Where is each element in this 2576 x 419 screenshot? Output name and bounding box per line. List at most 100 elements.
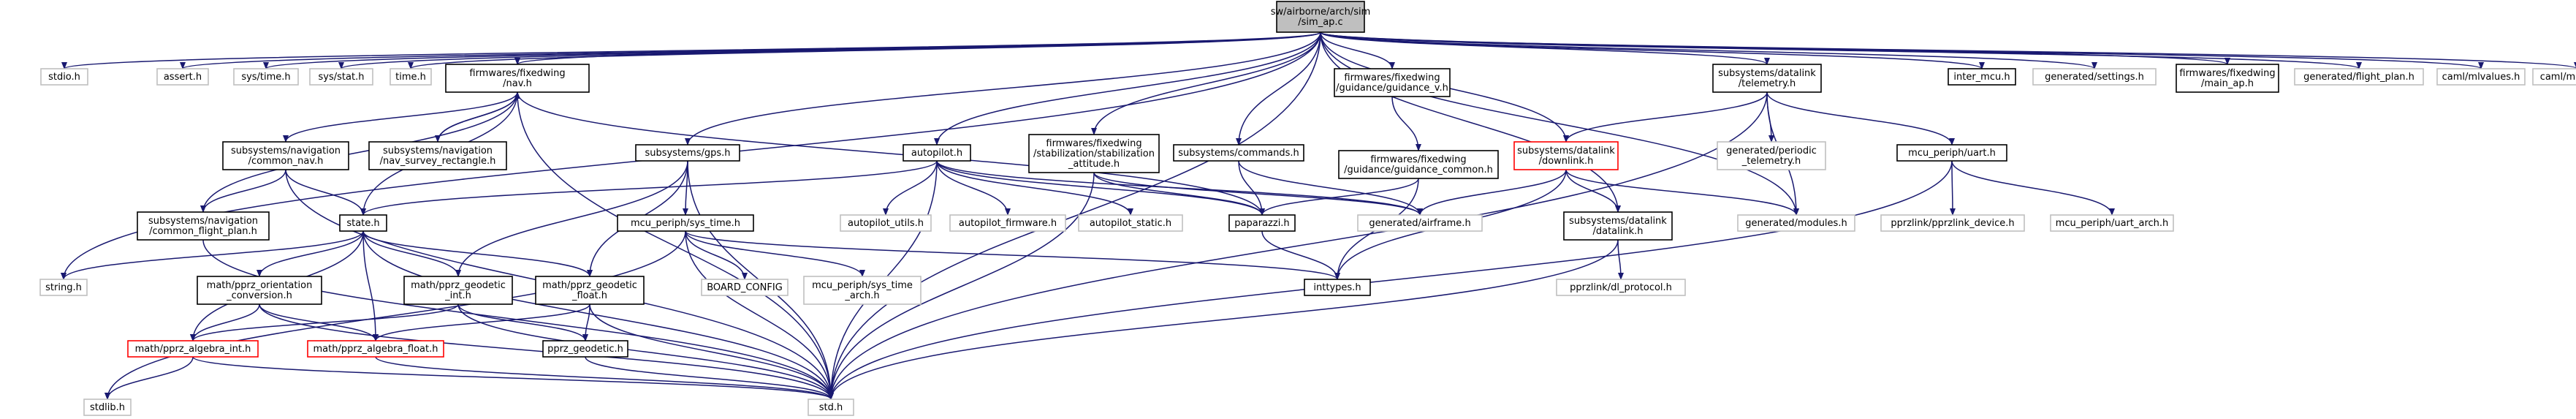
node-box: [222, 141, 349, 170]
graph-node-assert[interactable]: assert.h: [156, 68, 209, 86]
node-label: _arch.h: [844, 290, 879, 301]
node-label: subsystems/navigation: [383, 146, 493, 156]
graph-node-downlink[interactable]: subsystems/datalink/downlink.h: [1513, 141, 1619, 170]
graph-node-nav-survey[interactable]: subsystems/navigation/nav_survey_rectang…: [368, 141, 507, 170]
node-label: generated/settings.h: [2045, 72, 2144, 83]
graph-node-sys-time[interactable]: mcu_periph/sys_time.h: [617, 214, 754, 232]
node-box: [339, 214, 387, 232]
graph-node-uart-arch[interactable]: mcu_periph/uart_arch.h: [2050, 214, 2174, 232]
graph-node-pprzlink-device[interactable]: pprzlink/pprzlink_device.h: [1880, 214, 2025, 232]
graph-node-geodetic-int[interactable]: math/pprz_geodetic_int.h: [403, 276, 513, 305]
graph-node-uart[interactable]: mcu_periph/uart.h: [1896, 144, 2007, 162]
node-label: autopilot.h: [911, 148, 962, 159]
graph-node-string[interactable]: string.h: [39, 279, 88, 296]
edge-telemetry-to-std: [828, 91, 1768, 400]
graph-node-gps[interactable]: subsystems/gps.h: [635, 144, 740, 162]
graph-node-time[interactable]: time.h: [390, 68, 432, 86]
graph-node-algebra-float[interactable]: math/pprz_algebra_float.h: [307, 340, 444, 358]
graph-node-state[interactable]: state.h: [339, 214, 387, 232]
edge-root-to-gen-flight-plan: [1320, 31, 2362, 69]
graph-node-main-ap[interactable]: firmwares/fixedwing/main_ap.h: [2176, 64, 2279, 93]
edge-root-to-time: [408, 31, 1321, 69]
graph-node-gen-flight-plan[interactable]: generated/flight_plan.h: [2294, 68, 2424, 86]
edge-nav-survey-to-nav: [437, 91, 520, 143]
node-label: string.h: [45, 282, 82, 293]
graph-node-sys-time-arch[interactable]: mcu_periph/sys_time_arch.h: [803, 276, 922, 305]
graph-node-gen-airframe[interactable]: generated/airframe.h: [1357, 214, 1483, 232]
graph-node-stab-att[interactable]: firmwares/fixedwing/stabilization/stabil…: [1028, 134, 1160, 173]
graph-node-stdlib[interactable]: stdlib.h: [83, 399, 132, 416]
graph-node-autopilot-firmware[interactable]: autopilot_firmware.h: [949, 214, 1066, 232]
graph-node-orientation[interactable]: math/pprz_orientation_conversion.h: [197, 276, 322, 305]
graph-node-root[interactable]: sw/airborne/arch/sim/sim_ap.c: [1271, 1, 1371, 33]
graph-node-inttypes[interactable]: inttypes.h: [1304, 279, 1371, 296]
graph-node-stdio[interactable]: stdio.h: [40, 68, 88, 86]
node-box: [1737, 214, 1855, 232]
edge-algebra-int-to-stdlib: [105, 356, 194, 400]
node-label: _attitude.h: [1068, 159, 1120, 170]
graph-node-board-config[interactable]: BOARD_CONFIG: [701, 279, 789, 296]
graph-node-common-flight-plan[interactable]: subsystems/navigation/common_flight_plan…: [137, 211, 270, 241]
graph-node-datalink[interactable]: subsystems/datalink/datalink.h: [1563, 211, 1673, 241]
edge-state-to-algebra-float: [362, 230, 379, 341]
graph-node-telemetry[interactable]: subsystems/datalink/telemetry.h: [1712, 64, 1822, 93]
graph-node-geodetic[interactable]: pprz_geodetic.h: [542, 340, 628, 358]
graph-node-std[interactable]: std.h: [808, 399, 854, 416]
edge-geodetic-float-to-algebra-float: [373, 303, 590, 341]
node-label: /telemetry.h: [1739, 78, 1796, 89]
node-label: BOARD_CONFIG: [707, 282, 783, 293]
graph-node-gen-settings[interactable]: generated/settings.h: [2032, 68, 2157, 86]
graph-node-autopilot[interactable]: autopilot.h: [903, 144, 971, 162]
graph-node-mlvalues[interactable]: caml/mlvalues.h: [2436, 68, 2526, 86]
edge-geodetic-int-to-std: [457, 303, 834, 400]
node-label: autopilot_utils.h: [848, 218, 924, 229]
node-label: paparazzi.h: [1234, 218, 1289, 229]
node-label: generated/periodic: [1726, 146, 1817, 156]
node-box: [197, 276, 322, 305]
graph-node-guidance-v[interactable]: firmwares/fixedwing/guidance/guidance_v.…: [1334, 68, 1451, 97]
node-box: [390, 68, 432, 86]
edge-nav-to-common-nav: [283, 91, 518, 143]
edge-geodetic-to-std: [585, 356, 834, 400]
graph-node-paparazzi[interactable]: paparazzi.h: [1228, 214, 1296, 232]
node-label: sys/time.h: [241, 72, 290, 83]
edge-common-nav-to-state: [285, 169, 366, 216]
graph-node-gen-modules[interactable]: generated/modules.h: [1737, 214, 1855, 232]
graph-node-nav[interactable]: firmwares/fixedwing/nav.h: [445, 64, 590, 93]
graph-node-guidance-common[interactable]: firmwares/fixedwing/guidance/guidance_co…: [1338, 150, 1499, 179]
node-label: mcu_periph/sys_time: [812, 280, 913, 291]
node-box: [535, 276, 645, 305]
node-box: [127, 340, 259, 358]
node-box: [1712, 64, 1822, 93]
graph-node-memory[interactable]: caml/memory.h: [2532, 68, 2576, 86]
graph-node-dl-protocol[interactable]: pprzlink/dl_protocol.h: [1556, 279, 1686, 296]
graph-node-gen-periodic[interactable]: generated/periodic_telemetry.h: [1717, 141, 1826, 170]
graph-node-autopilot-static[interactable]: autopilot_static.h: [1078, 214, 1183, 232]
edge-uart-to-uart-arch: [1951, 160, 2115, 216]
node-box: [1896, 144, 2007, 162]
graph-node-common-nav[interactable]: subsystems/navigation/common_nav.h: [222, 141, 349, 170]
graph-node-sysstat[interactable]: sys/stat.h: [309, 68, 373, 86]
graph-node-commands[interactable]: subsystems/commands.h: [1173, 144, 1304, 162]
node-label: firmwares/fixedwing: [1344, 72, 1440, 83]
edge-root-to-mlvalues: [1320, 31, 2484, 69]
node-label: pprzlink/pprzlink_device.h: [1891, 218, 2014, 229]
node-label: math/pprz_geodetic: [542, 280, 637, 291]
graph-node-geodetic-float[interactable]: math/pprz_geodetic_float.h: [535, 276, 645, 305]
edge-datalink-to-dl-protocol: [1617, 239, 1624, 280]
graph-node-inter-mcu[interactable]: inter_mcu.h: [1948, 68, 2016, 86]
edge-guidance-v-to-guidance-common: [1391, 96, 1421, 151]
node-box: [903, 144, 971, 162]
edge-root-to-gen-settings: [1320, 31, 2097, 69]
node-box: [1228, 214, 1296, 232]
edge-autopilot-to-autopilot-firmware: [936, 160, 1011, 216]
graph-node-autopilot-utils[interactable]: autopilot_utils.h: [840, 214, 932, 232]
node-label: pprzlink/dl_protocol.h: [1570, 282, 1672, 293]
node-box: [617, 214, 754, 232]
edge-state-to-orientation: [257, 230, 364, 277]
graph-node-algebra-int[interactable]: math/pprz_algebra_int.h: [127, 340, 259, 358]
edge-root-to-nav: [514, 31, 1321, 65]
node-label: firmwares/fixedwing: [1370, 154, 1466, 165]
graph-node-systime[interactable]: sys/time.h: [233, 68, 299, 86]
